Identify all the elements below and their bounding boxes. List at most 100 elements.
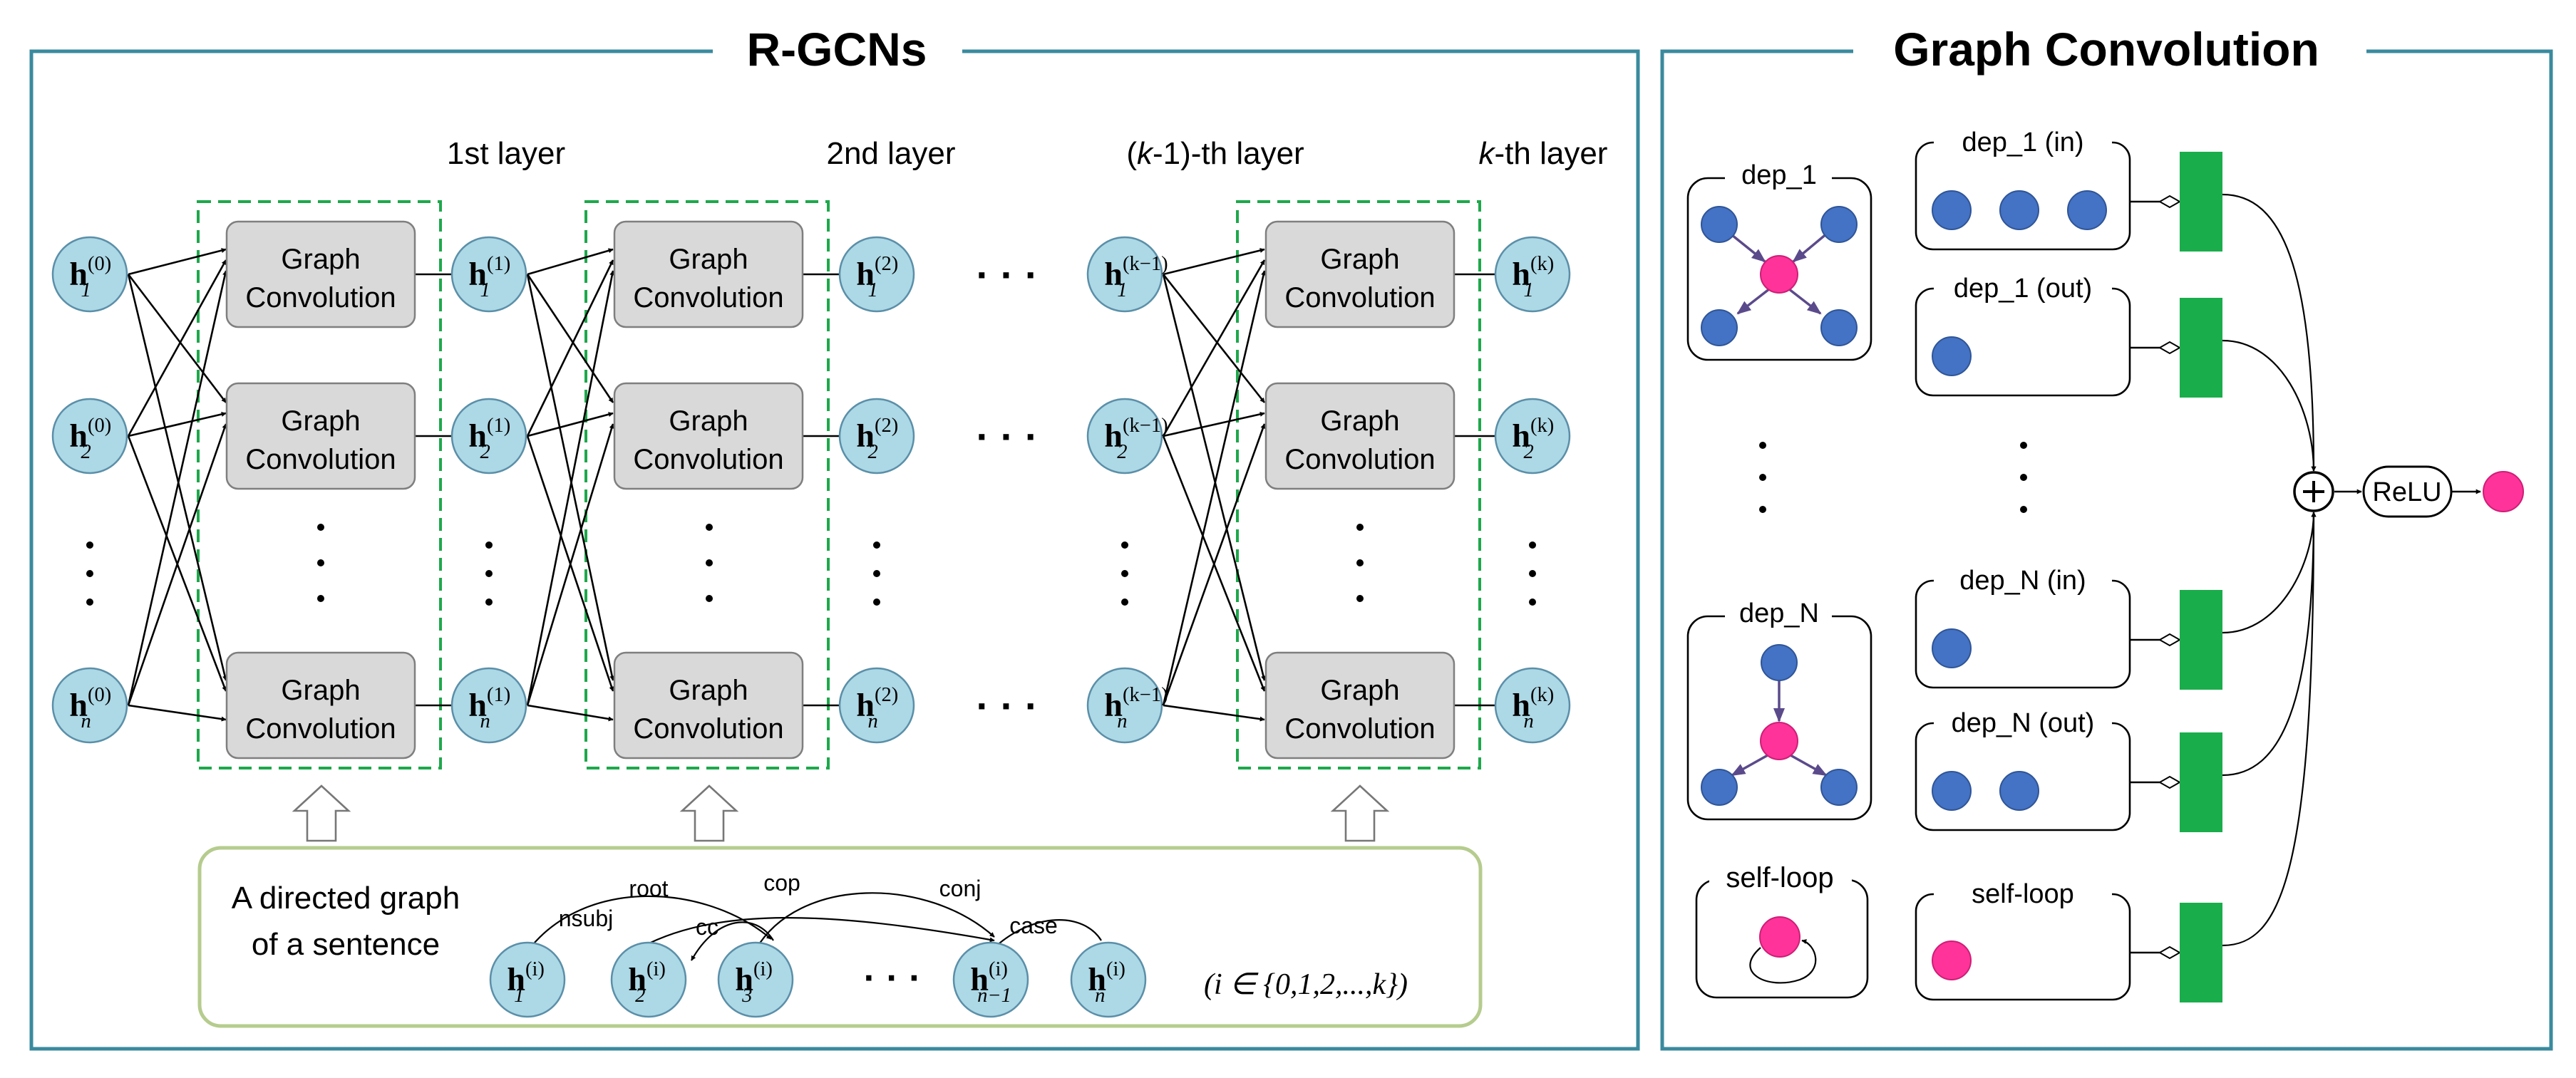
node-col4-row1-label: h(k)2 <box>1512 415 1554 463</box>
edge-label-cop: cop <box>763 870 800 896</box>
node-col1-row2: h(1)n <box>450 667 527 744</box>
relation-dep1-label: dep_1 <box>1741 160 1817 190</box>
blue-feature-node <box>2067 190 2107 230</box>
sentence-node-1-label: h(i)1 <box>507 958 545 1007</box>
edge-label-case: case <box>1009 913 1058 938</box>
gc-label-line2: Convolution <box>633 282 783 313</box>
relation-depN-label: dep_N <box>1739 598 1819 628</box>
feature-groups: dep_1 (in) dep_1 (out) dep_N (in) dep_N (ou… <box>1915 124 2317 1002</box>
sentence-node-5-label: h(i)n <box>1088 958 1125 1007</box>
right-panel-title: Graph Convolution <box>1893 23 2319 76</box>
index-set-note: (i ∈ {0,1,2,...,k}) <box>1204 968 1408 1001</box>
feature-group-label: dep_N (out) <box>1952 708 2095 738</box>
gc-label-line1: Graph <box>1320 405 1399 437</box>
layer-label-kth: k-th layer <box>1479 136 1608 171</box>
node-col1-row1: h(1)2 <box>450 398 527 475</box>
node-col1-row2-label: h(1)n <box>468 684 510 732</box>
gc-label-line1: Graph <box>1320 675 1399 706</box>
gc-label-line1: Graph <box>669 405 748 437</box>
blue-feature-node <box>1932 771 1972 811</box>
node-col2-row2: h(2)n <box>838 667 915 744</box>
output-node <box>2483 471 2524 512</box>
node-col3-row0-label: h(k−1)1 <box>1104 253 1168 301</box>
sentence-node-5: h(i)n <box>1070 941 1147 1018</box>
layerk-dashed-group <box>1236 200 1481 769</box>
weight-matrix-bar <box>2180 298 2222 398</box>
gc-label-line1: Graph <box>281 405 360 437</box>
sentence-graph-box: A directed graph of a sentence root nsub… <box>197 846 1483 1028</box>
node-col3-row2: h(k−1)n <box>1086 667 1168 744</box>
relation-depN-box: dep_N <box>1686 598 1872 821</box>
gc-label-line2: Convolution <box>633 713 783 745</box>
feature-group-3: dep_N (out) <box>1915 512 2317 832</box>
gc-label-line2: Convolution <box>633 444 783 475</box>
node-col1-row0: h(1)1 <box>450 236 527 313</box>
node-col4-row2-label: h(k)n <box>1512 684 1554 732</box>
node-col0-row0-label: h(0)1 <box>69 253 111 301</box>
vertical-ellipses <box>86 524 1536 606</box>
gc-label-line2: Convolution <box>1284 282 1435 313</box>
node-col3-row2-label: h(k−1)n <box>1104 684 1168 732</box>
feature-group-1: dep_1 (out) <box>1915 270 2317 472</box>
sentence-node-1: h(i)1 <box>489 941 566 1018</box>
edge-label-nsubj: nsubj <box>559 906 614 931</box>
hollow-up-arrows <box>292 784 1390 842</box>
feature-group-label: dep_1 (in) <box>1962 128 2083 157</box>
node-col0-row0: h(0)1 <box>51 236 128 313</box>
node-col4-row0-label: h(k)1 <box>1512 253 1554 301</box>
blue-feature-node <box>1932 628 1972 668</box>
node-col2-row0-label: h(2)1 <box>856 253 898 301</box>
gc-label-line1: Graph <box>281 675 360 706</box>
gc-label-line2: Convolution <box>245 282 396 313</box>
blue-feature-node <box>1999 190 2039 230</box>
graph-caption-line2: of a sentence <box>252 927 440 962</box>
sentence-node-4-label: h(i)n−1 <box>970 958 1011 1007</box>
layer-label-k-minus-1: (k-1)-th layer <box>1126 136 1304 171</box>
feature-group-label: dep_N (in) <box>1959 566 2086 596</box>
ellipsis-row-2: · · · <box>976 414 1038 459</box>
ellipsis-row-1: · · · <box>976 252 1038 297</box>
sentence-node-4: h(i)n−1 <box>952 941 1029 1018</box>
layer1-connections <box>127 248 228 722</box>
sentence-node-2: h(i)2 <box>610 941 687 1018</box>
layer2-connections <box>526 248 615 722</box>
sentence-node-3-label: h(i)3 <box>735 958 773 1007</box>
pink-feature-node <box>1932 940 1972 980</box>
blue-feature-node <box>1932 336 1972 376</box>
weight-matrix-bar <box>2180 732 2222 832</box>
layer-label-1st: 1st layer <box>447 136 565 171</box>
relu-label: ReLU <box>2372 477 2441 507</box>
hidden-state-nodes: h(0)1 h(0)2 h(0)n h(1)1 h(1)2 h(1)n h(2)1 h(2)2… <box>51 236 1571 744</box>
graph-caption-line1: A directed graph <box>232 881 460 916</box>
layer1-dashed-group <box>197 200 442 769</box>
node-col2-row1-label: h(2)2 <box>856 415 898 463</box>
blue-feature-node <box>1932 190 1972 230</box>
node-col2-row0: h(2)1 <box>838 236 915 313</box>
node-col3-row0: h(k−1)1 <box>1086 236 1168 313</box>
aggregation: ReLU <box>2293 465 2524 518</box>
edge-label-conj: conj <box>939 876 982 901</box>
relation-dep1-box: dep_1 <box>1686 160 1872 361</box>
node-col2-row1: h(2)2 <box>838 398 915 475</box>
feature-group-4: self-loop <box>1915 512 2317 1002</box>
node-col1-row0-label: h(1)1 <box>468 253 510 301</box>
gc-label-line2: Convolution <box>245 444 396 475</box>
node-col2-row2-label: h(2)n <box>856 684 898 732</box>
blue-feature-node <box>1999 771 2039 811</box>
node-col0-row1: h(0)2 <box>51 398 128 475</box>
weight-matrix-bar <box>2180 903 2222 1002</box>
relation-selfloop-label: self-loop <box>1726 862 1833 893</box>
node-col0-row1-label: h(0)2 <box>69 415 111 463</box>
relation-selfloop-box: self-loop <box>1695 861 1869 999</box>
node-col0-row2-label: h(0)n <box>69 684 111 732</box>
layer-label-2nd: 2nd layer <box>826 136 955 171</box>
